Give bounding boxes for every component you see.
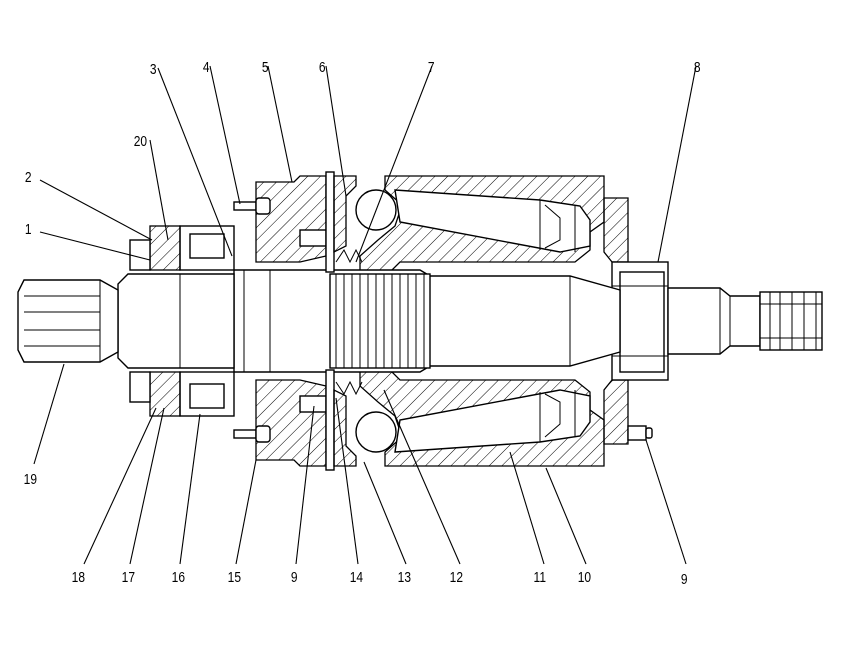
front-housing-upper (255, 175, 327, 263)
callout-11: 11 (534, 569, 546, 586)
piston-lower (394, 389, 591, 453)
callout-4: 4 (203, 59, 210, 76)
center-spring (335, 248, 363, 396)
callout-1: 1 (25, 221, 32, 238)
callout-8: 8 (694, 59, 701, 76)
callout-13: 13 (398, 569, 411, 586)
callout-10: 10 (578, 569, 592, 586)
callout-14: 14 (350, 569, 364, 586)
callout-16: 16 (172, 569, 185, 586)
callout-19: 19 (24, 471, 37, 488)
callout-17: 17 (122, 569, 135, 586)
callout-15: 15 (228, 569, 241, 586)
callout-labels: 1 2 3 4 5 6 7 8 20 19 18 17 16 15 9 14 1… (24, 59, 701, 588)
callout-20: 20 (134, 133, 148, 150)
front-housing-lower (255, 379, 327, 467)
stud-bolt-lower (233, 425, 271, 443)
retainer-plate-lower (325, 369, 335, 471)
shaft-seal (129, 225, 181, 417)
callout-12: 12 (450, 569, 463, 586)
input-shaft (17, 273, 235, 369)
shoe-plate-lower (333, 388, 357, 467)
callout-9-lower-left: 9 (291, 569, 298, 586)
callout-7: 7 (428, 59, 435, 76)
stud-bolt-upper (233, 197, 271, 215)
retainer-plate-upper (325, 171, 335, 273)
callout-2: 2 (25, 169, 32, 186)
callout-9-lower-right: 9 (681, 571, 688, 588)
piston-ball-lower (355, 411, 397, 453)
output-shaft (667, 287, 823, 355)
callout-6: 6 (319, 59, 326, 76)
callout-5: 5 (262, 59, 269, 76)
piston-upper (394, 189, 591, 253)
shaft-spline (329, 273, 431, 369)
stud-bolt-right (627, 425, 653, 441)
callout-3: 3 (150, 61, 157, 78)
callout-18: 18 (72, 569, 85, 586)
right-end-cap (603, 197, 669, 445)
leader-lines (33, 65, 697, 565)
